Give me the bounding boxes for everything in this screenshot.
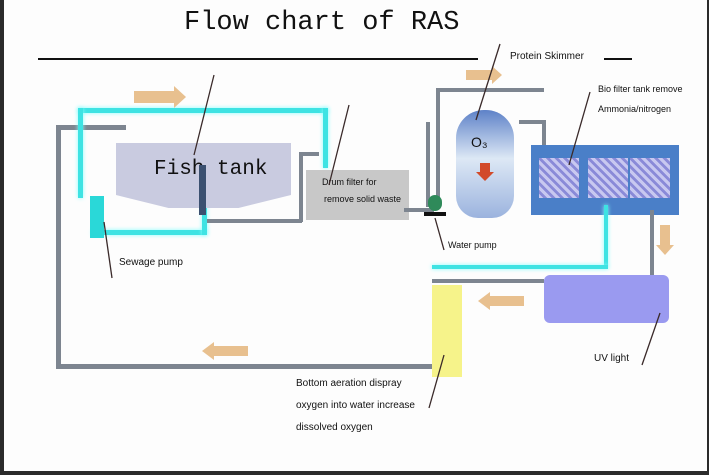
flow-arrow-left-2-head [202, 342, 214, 360]
drum-inlet-pipe [299, 152, 303, 222]
flow-arrow-left-1-head [478, 292, 490, 310]
aeration-label-3: dissolved oxygen [296, 422, 373, 433]
clean-pipe-drain [202, 205, 207, 235]
clean-pipe-right [323, 108, 328, 168]
return-pipe-top [56, 125, 126, 130]
aeration-label-1: Bottom aeration dispray [296, 378, 402, 389]
bio-media-3 [630, 158, 670, 198]
return-pipe-left [56, 125, 61, 367]
flow-arrow-down [660, 225, 670, 245]
bio-media-1 [539, 158, 579, 198]
skimmer-to-bio-pipe [519, 120, 544, 124]
flow-arrow-right-1 [134, 91, 174, 103]
cyan-return-pipe [432, 265, 608, 269]
sewage-pump-label: Sewage pump [119, 257, 183, 268]
bottom-aeration [432, 285, 462, 377]
uv-light-label: UV light [594, 353, 630, 364]
uv-light [544, 275, 669, 323]
tank-drain-pipe [199, 165, 206, 215]
leader-lines [103, 43, 661, 409]
flow-arrow-left-1 [490, 296, 524, 306]
diagram-title: Flow chart of RAS [184, 8, 460, 38]
flow-down-red-arrow-head [476, 172, 494, 181]
flow-down-red-arrow [480, 163, 490, 173]
title-underline-right [604, 58, 632, 60]
leader-bio-filter [568, 91, 591, 166]
tank-to-drum-pipe [207, 219, 302, 223]
bio-media-2 [588, 158, 628, 198]
clean-pipe-left [78, 108, 83, 198]
clean-pipe-bottom [92, 230, 207, 235]
skimmer-inlet-pipe [436, 88, 440, 198]
pump-riser-pipe [426, 122, 430, 207]
drum-filter-label-1: Drum filter for [322, 177, 377, 187]
ras-diagram: Flow chart of RAS Fish tank Sewage pump … [4, 0, 707, 471]
title-underline [38, 58, 478, 60]
return-pipe-bottom [56, 364, 436, 369]
leader-fish-tank [193, 74, 215, 156]
drum-to-pump-pipe [404, 208, 434, 212]
protein-skimmer-label: Protein Skimmer [510, 51, 584, 62]
drum-filter [306, 170, 409, 220]
bio-inlet-pipe [542, 120, 546, 148]
flow-arrow-right-2 [466, 70, 492, 80]
drum-filter-label-2: remove solid waste [324, 194, 402, 204]
bio-to-aeration-cyan-pipe [604, 205, 608, 267]
flow-arrow-left-2 [214, 346, 248, 356]
bio-to-uv-pipe [650, 210, 654, 275]
flow-arrow-right-1-head [174, 86, 186, 108]
aeration-label-2: oxygen into water increase [296, 400, 415, 411]
bio-filter-label-1: Bio filter tank remove [598, 84, 683, 94]
sewage-pump [90, 196, 104, 238]
water-pump [428, 195, 442, 211]
water-pump-label: Water pump [448, 240, 497, 250]
drum-inlet-top [299, 152, 319, 156]
clean-pipe-top [78, 108, 328, 113]
uv-to-aeration-pipe [432, 279, 544, 283]
leader-uv-light [641, 312, 661, 366]
leader-skimmer [475, 43, 501, 121]
ozone-label: O₃ [471, 134, 488, 150]
leader-water-pump [434, 217, 445, 251]
leader-aeration [428, 354, 445, 409]
leader-sewage-pump [103, 221, 113, 279]
flow-arrow-down-head [656, 245, 674, 255]
flow-arrow-right-2-head [492, 66, 502, 84]
leader-drum-filter [328, 104, 350, 186]
bio-filter-label-2: Ammonia/nitrogen [598, 104, 672, 114]
skimmer-top-pipe [436, 88, 544, 92]
water-pump-base [424, 212, 446, 216]
fish-tank-label: Fish tank [154, 158, 268, 181]
